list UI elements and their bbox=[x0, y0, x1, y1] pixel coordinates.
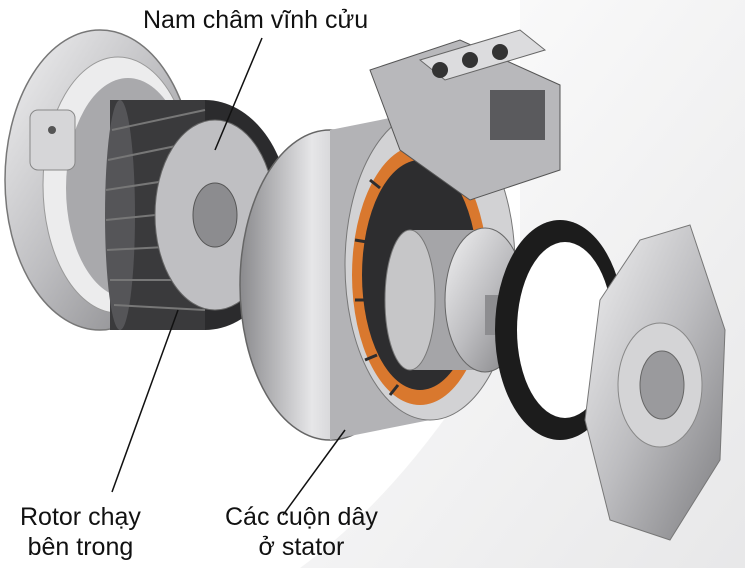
label-rotor-line1: Rotor chạy bbox=[20, 503, 141, 531]
end-cover-plate bbox=[584, 224, 726, 541]
label-rotor: Rotor chạy bên trong bbox=[20, 502, 141, 562]
stator-leader-line bbox=[282, 429, 346, 516]
magnet-leader-line bbox=[214, 37, 263, 151]
label-permanent-magnet: Nam châm vĩnh cửu bbox=[143, 6, 369, 34]
connector-block bbox=[369, 29, 561, 201]
label-stator-coils: Các cuộn dây ở stator bbox=[225, 502, 378, 562]
label-rotor-line2: bên trong bbox=[27, 533, 134, 561]
rotor-leader-line bbox=[111, 309, 179, 493]
label-stator-line1: Các cuộn dây bbox=[225, 503, 378, 531]
label-stator-line2: ở stator bbox=[258, 533, 345, 561]
